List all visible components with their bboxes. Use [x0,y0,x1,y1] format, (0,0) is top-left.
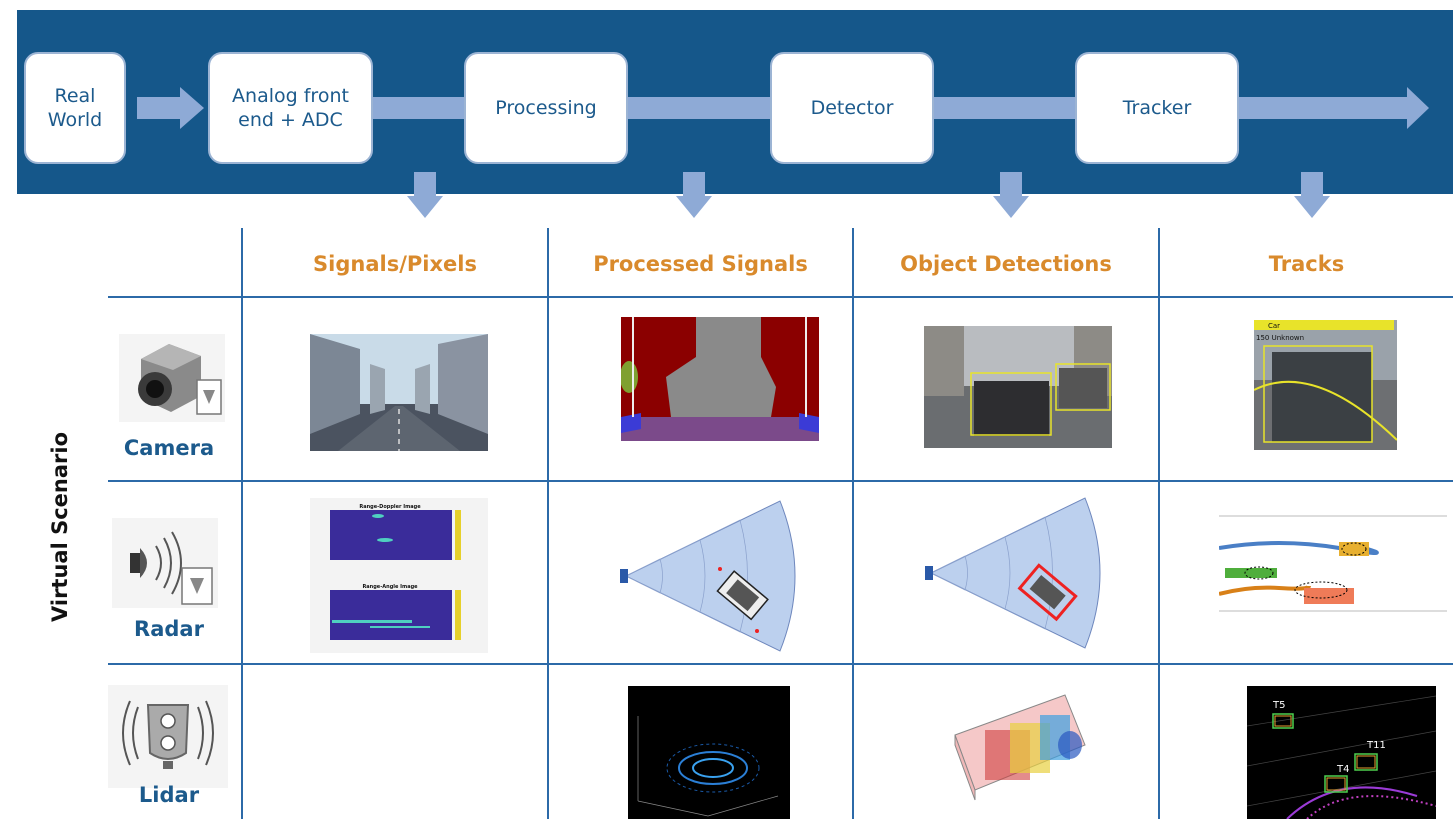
camera-signals-image [310,334,488,451]
radar-signal-top-title: Range-Doppler Image [359,504,421,510]
column-header-object-detections: Object Detections [900,252,1112,276]
sensor-label-camera: Camera [123,436,215,460]
stage-tracker: Tracker [1075,52,1239,164]
column-header-tracks: Tracks [1268,252,1345,276]
lidar-processed-image [628,686,790,819]
grid-hline-2 [108,480,1453,482]
stage-processing: Processing [464,52,628,164]
grid-vline-3 [852,228,854,819]
lidar-detections-image [945,685,1100,817]
radar-signals-image: Range-Doppler Image Range-Angle Image [310,498,488,653]
lidar-track-label-t11: T11 [1366,740,1386,751]
grid-vline-4 [1158,228,1160,819]
lidar-tracks-image: T5 T11 T4 [1247,686,1436,819]
grid-vline-2 [547,228,549,819]
radar-detections-image [925,493,1105,653]
stage-detector: Detector [770,52,934,164]
pipeline-arrows [137,87,1429,218]
camera-processed-image [621,317,819,441]
camera-sensor-icon [119,334,225,422]
camera-detections-image [924,326,1112,448]
lidar-sensor-icon [108,685,228,788]
column-header-signals-pixels: Signals/Pixels [313,252,477,276]
sensor-label-radar: Radar [134,617,204,641]
grid-hline-3 [108,663,1453,665]
grid-vline-1 [241,228,243,819]
grid-hline-1 [108,296,1453,298]
camera-track-label-car: Car [1268,322,1280,330]
radar-sensor-icon [112,518,218,608]
lidar-track-label-t4: T4 [1336,764,1349,775]
radar-tracks-image [1219,486,1447,627]
column-header-processed-signals: Processed Signals [593,252,808,276]
sensor-label-lidar: Lidar [138,783,200,807]
lidar-track-label-t5: T5 [1272,700,1285,711]
camera-tracks-image: Car 150 Unknown [1254,320,1397,450]
radar-signal-bottom-title: Range-Angle Image [362,584,418,590]
camera-track-label-unknown: 150 Unknown [1256,334,1304,342]
radar-processed-image [620,496,801,656]
virtual-scenario-label: Virtual Scenario [48,431,72,623]
